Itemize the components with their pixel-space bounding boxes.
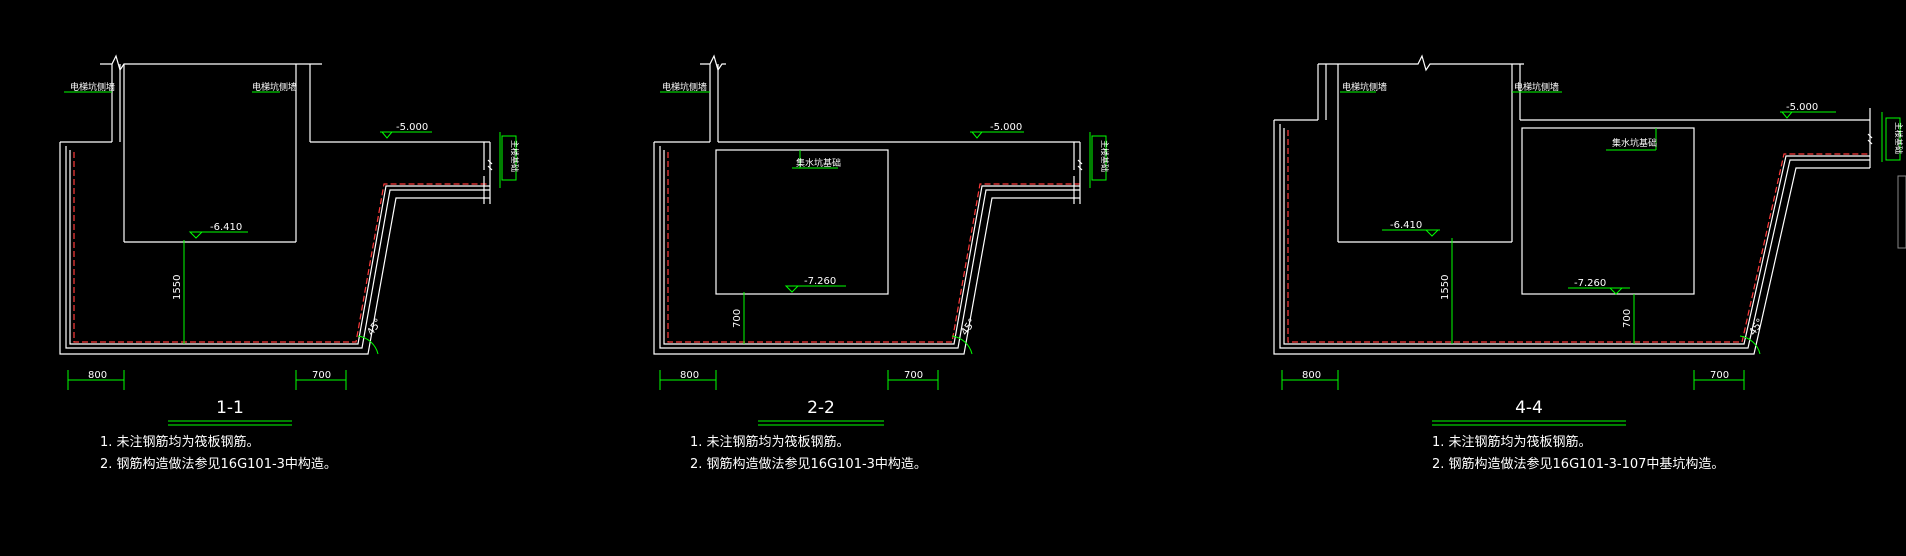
sump-pit-outline [1521,127,1695,295]
level-marker [188,231,204,239]
level-marker [784,285,800,293]
label-pit: 集水坑基础 [1612,137,1657,149]
right-break [1867,108,1873,168]
section-4-4-annotations [1281,91,1906,426]
ground-line [700,54,726,72]
label-right-top: 电梯坑侧墙 [1514,81,1559,93]
label-pit: 集水坑基础 [796,157,841,169]
section-4-4 [1273,54,1873,355]
level-marker [1424,229,1440,237]
foundation-outline [59,142,490,355]
left-wall [654,64,1080,143]
label-right-top: 电梯坑侧墙 [252,81,297,93]
dimension-label: 700 [1710,370,1729,381]
section-title: 4-4 [1515,398,1543,418]
side-label: 主楼基础 [510,140,520,172]
dimension-label: 1550 [172,275,183,300]
dimension-label: 800 [680,370,699,381]
angle-arc [951,335,973,355]
scrollbar-stub [1897,175,1906,249]
side-label-box [501,135,517,181]
label-left-top: 电梯坑侧墙 [662,81,707,93]
dimension-label: 700 [1622,309,1633,328]
section-title: 2-2 [807,398,835,418]
section-2-2 [653,54,1083,355]
note-line: 2. 钢筋构造做法参见16G101-3-107中基坑构造。 [1432,457,1725,472]
note-line: 2. 钢筋构造做法参见16G101-3中构造。 [690,457,927,472]
level-label: -7.260 [1574,278,1606,289]
side-label: 主楼基础 [1100,140,1110,172]
level-marker [970,131,984,139]
elevator-pit-outline [123,64,490,243]
elevator-pit-outline [1337,64,1870,243]
side-label-box [1091,135,1107,181]
left-wall [1274,64,1327,121]
angle-arc [357,335,379,355]
foundation-outline [653,142,1080,355]
level-label: -5.000 [990,122,1022,133]
dimension-label: 1550 [1440,275,1451,300]
ground-line [100,54,322,72]
left-wall [60,64,121,143]
right-break [1073,142,1083,204]
level-label: -5.000 [1786,102,1818,113]
note-line: 2. 钢筋构造做法参见16G101-3中构造。 [100,457,337,472]
angle-arc [1739,335,1761,355]
note-line: 1. 未注钢筋均为筏板钢筋。 [1432,435,1592,450]
section-1-1 [59,54,493,355]
section-2-2-annotations [659,91,1107,426]
level-marker [1780,111,1794,119]
dimension-label: 700 [904,370,923,381]
ground-line [1318,54,1524,72]
level-marker [380,131,394,139]
dimension-label: 800 [1302,370,1321,381]
notes-block: 1. 未注钢筋均为筏板钢筋。 2. 钢筋构造做法参见16G101-3中构造。 [690,432,927,476]
dimension-label: 800 [88,370,107,381]
section-title: 1-1 [216,398,244,418]
note-line: 1. 未注钢筋均为筏板钢筋。 [690,435,850,450]
level-label: -5.000 [396,122,428,133]
section-1-1-annotations [64,91,517,426]
label-left-top: 电梯坑侧墙 [70,81,115,93]
sump-pit-outline [715,149,889,295]
notes-block: 1. 未注钢筋均为筏板钢筋。 2. 钢筋构造做法参见16G101-3中构造。 [100,432,337,476]
label-left-top: 电梯坑侧墙 [1342,81,1387,93]
right-break [483,142,493,204]
dimension-label: 700 [312,370,331,381]
level-label: -7.260 [804,276,836,287]
foundation-outline [1273,120,1870,355]
side-label-box [1885,117,1901,161]
level-marker [1608,287,1624,295]
dimension-label: 700 [732,309,743,328]
notes-block: 1. 未注钢筋均为筏板钢筋。 2. 钢筋构造做法参见16G101-3-107中基… [1432,432,1724,476]
side-label: 主楼基础 [1894,122,1904,154]
level-label: -6.410 [210,222,242,233]
level-label: -6.410 [1390,220,1422,231]
note-line: 1. 未注钢筋均为筏板钢筋。 [100,435,260,450]
